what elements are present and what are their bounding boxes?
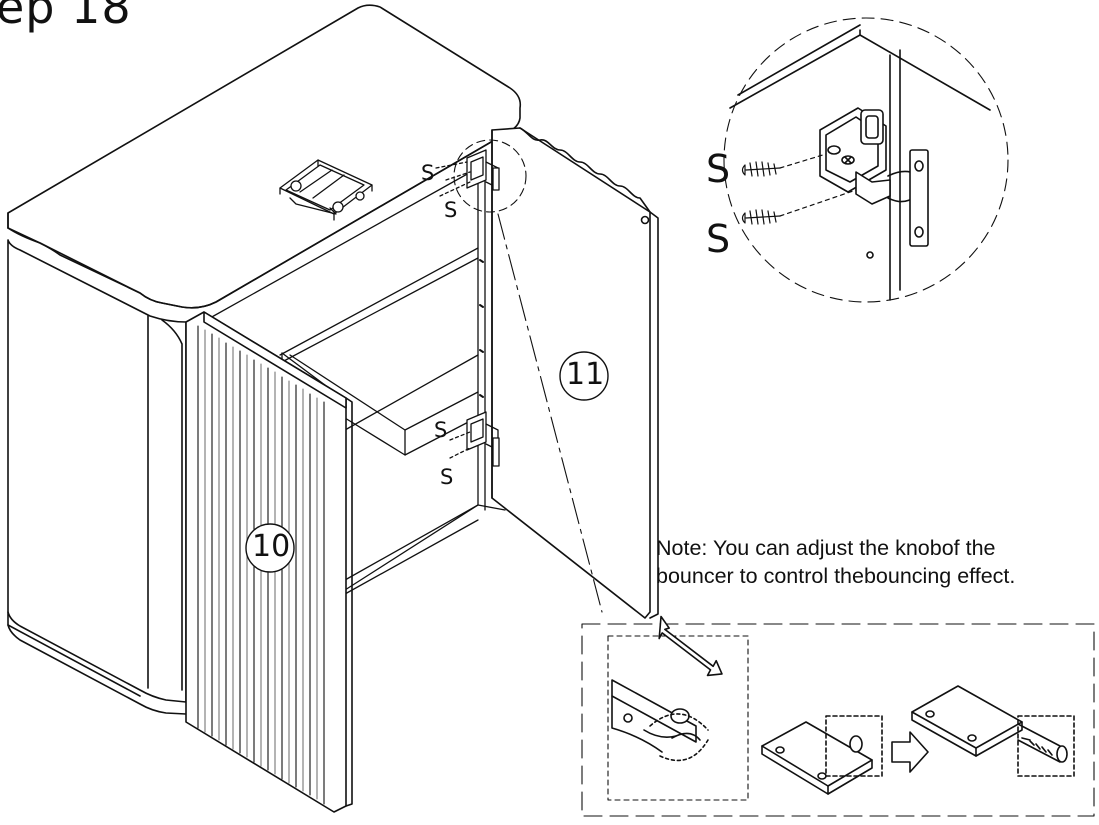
cabinet-side-panel [8,240,186,714]
lower-hinge [450,412,499,466]
hinge-detail-callout [724,18,1008,302]
step-title: ep 18 [0,0,132,34]
right-door [492,128,658,618]
door-stop-bracket [280,160,372,220]
screw-label: S [706,217,731,261]
upper-hinge [436,150,499,196]
bouncer-note: Note: You can adjust the knobof the boun… [656,534,1096,590]
left-door [186,312,352,812]
screw-label: S [444,198,458,222]
screw-label: S [440,465,454,489]
bouncer-detail-box [582,616,1094,816]
screw-label: S [434,418,448,442]
screw-label: S [421,161,435,185]
screw-label: S [706,147,731,191]
cabinet-top [8,5,520,308]
part-label-right-door: 11 [566,357,605,392]
note-line-1: Note: You can adjust the knobof the [656,536,996,560]
part-label-left-door: 10 [252,529,291,564]
note-line-2: bouncer to control thebouncing effect. [656,564,1016,588]
